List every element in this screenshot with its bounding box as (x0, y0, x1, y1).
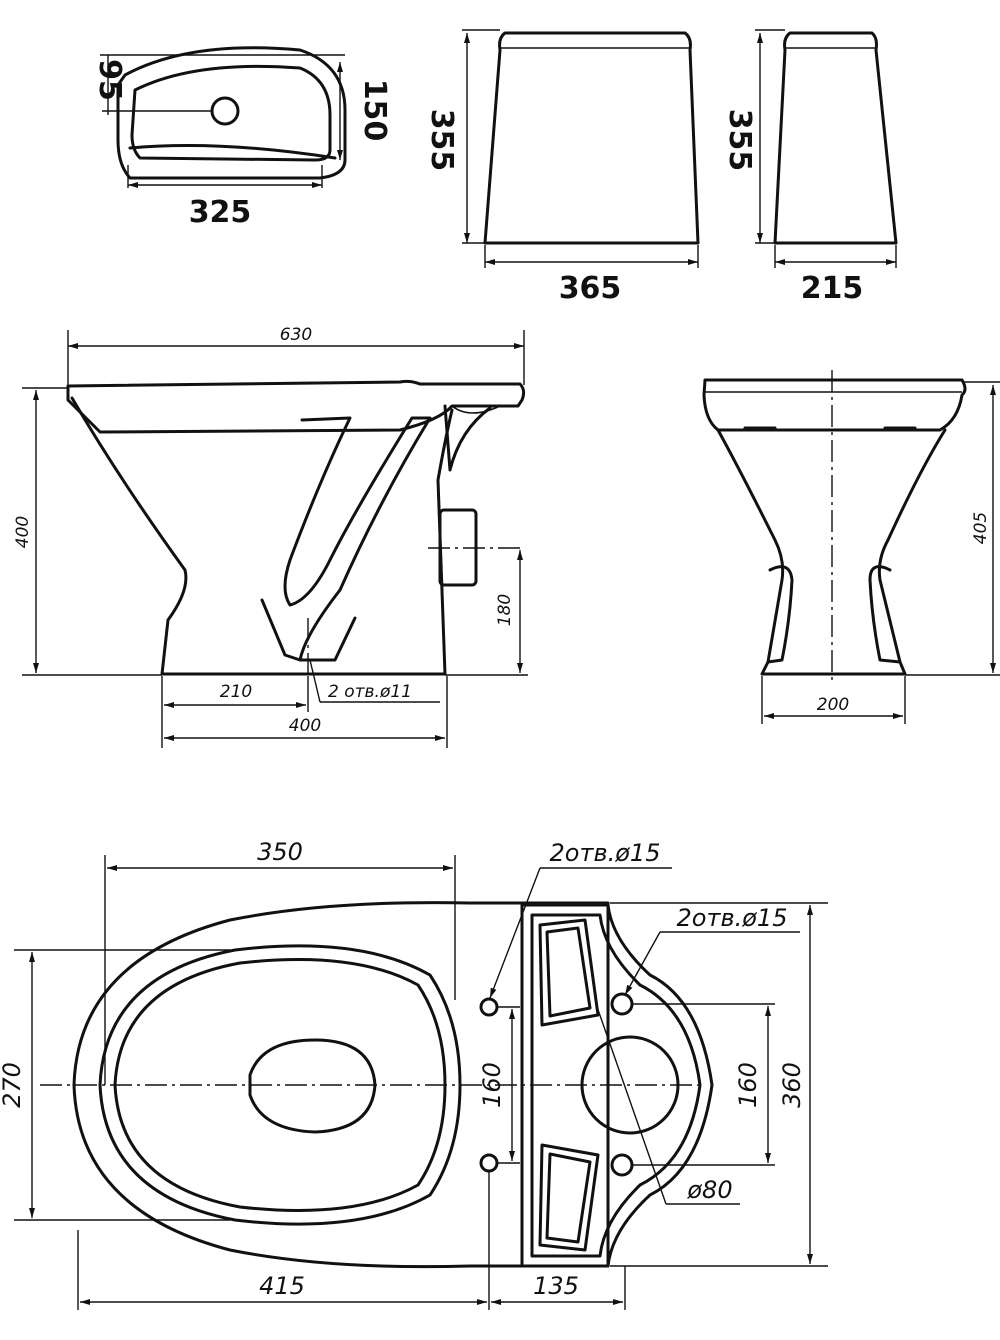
top-dim-360: 360 (778, 1062, 806, 1108)
top-dim-350: 350 (257, 838, 303, 866)
lid-button-hole (210, 96, 240, 126)
right-hole-top (610, 992, 634, 1016)
toilet-front-view: 405 200 (702, 370, 1000, 724)
right-hole-bottom (610, 1153, 634, 1177)
cistern-side-width: 215 (801, 271, 864, 306)
toilet-top-view: 350 270 160 160 360 2отв.ø15 2отв.ø15 ø8… (0, 838, 828, 1310)
top-holes-left-label: 2отв.ø15 (550, 839, 661, 867)
left-hole-top (479, 997, 499, 1017)
top-dim-270: 270 (0, 1062, 26, 1108)
side-height-400: 400 (13, 516, 33, 548)
cistern-lid-view: 95 150 325 (92, 46, 392, 230)
top-dim-160-right: 160 (734, 1062, 762, 1108)
cistern-side-height: 355 (722, 109, 757, 172)
side-dim-210: 210 (220, 682, 252, 702)
top-holes-right-label: 2отв.ø15 (677, 904, 788, 932)
lid-dim-95: 95 (92, 59, 127, 101)
lid-dim-150: 150 (357, 79, 392, 142)
bowl-drain (248, 1038, 377, 1134)
front-base-200: 200 (817, 695, 849, 715)
side-outlet-180: 180 (495, 594, 515, 626)
lid-dim-325: 325 (189, 195, 252, 230)
top-dim-415: 415 (259, 1272, 305, 1300)
left-hole-bottom (479, 1153, 499, 1173)
cistern-side-view: 355 215 (722, 29, 898, 306)
top-dim-80: ø80 (686, 1176, 732, 1204)
side-holes-label: 2 отв.ø11 (328, 682, 412, 702)
cistern-front-width: 365 (559, 271, 622, 306)
side-base-400: 400 (289, 716, 321, 736)
cistern-front-height: 355 (424, 109, 459, 172)
cistern-front-view: 355 365 (424, 29, 700, 306)
top-dim-135: 135 (533, 1272, 579, 1300)
toilet-side-view: 630 400 180 210 2 отв.ø11 400 (13, 325, 528, 748)
side-length-630: 630 (280, 325, 312, 345)
front-height-405: 405 (971, 512, 991, 544)
top-dim-160-left: 160 (478, 1062, 506, 1108)
